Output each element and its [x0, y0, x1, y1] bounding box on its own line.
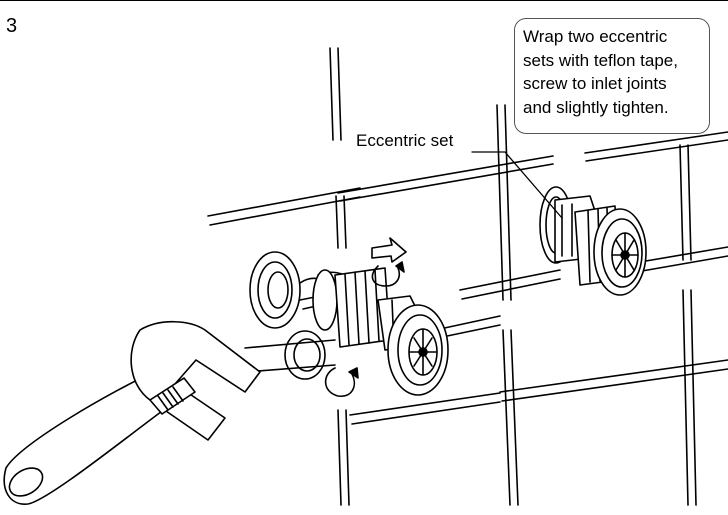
tile-grout-vertical-1: [329, 47, 350, 506]
wrench: [3, 320, 261, 505]
top-rule: [0, 0, 728, 1]
eccentric-set-label: Eccentric set: [356, 131, 454, 150]
rotation-arrow-upper: [371, 237, 407, 287]
tile-grout-horizontal-3: [349, 359, 728, 425]
step-number: 3: [6, 15, 18, 37]
rotation-arrow-lower: [324, 367, 359, 397]
instruction-callout: Wrap two eccentric sets with teflon tape…: [514, 18, 710, 134]
tile-grout-vertical-2: [496, 104, 519, 506]
callout-line: sets with teflon tape,: [523, 50, 678, 70]
tile-grout-horizontal-1: [207, 131, 728, 226]
right-eccentric-set: [471, 151, 647, 296]
left-eccentric-set: [244, 251, 449, 396]
callout-line: Wrap two eccentric: [523, 27, 668, 46]
tile-grid: [207, 47, 728, 506]
callout-line: screw to inlet joints: [523, 74, 667, 93]
tile-grout-vertical-3: [679, 144, 697, 506]
callout-line: and slightly tighten.: [523, 97, 669, 117]
